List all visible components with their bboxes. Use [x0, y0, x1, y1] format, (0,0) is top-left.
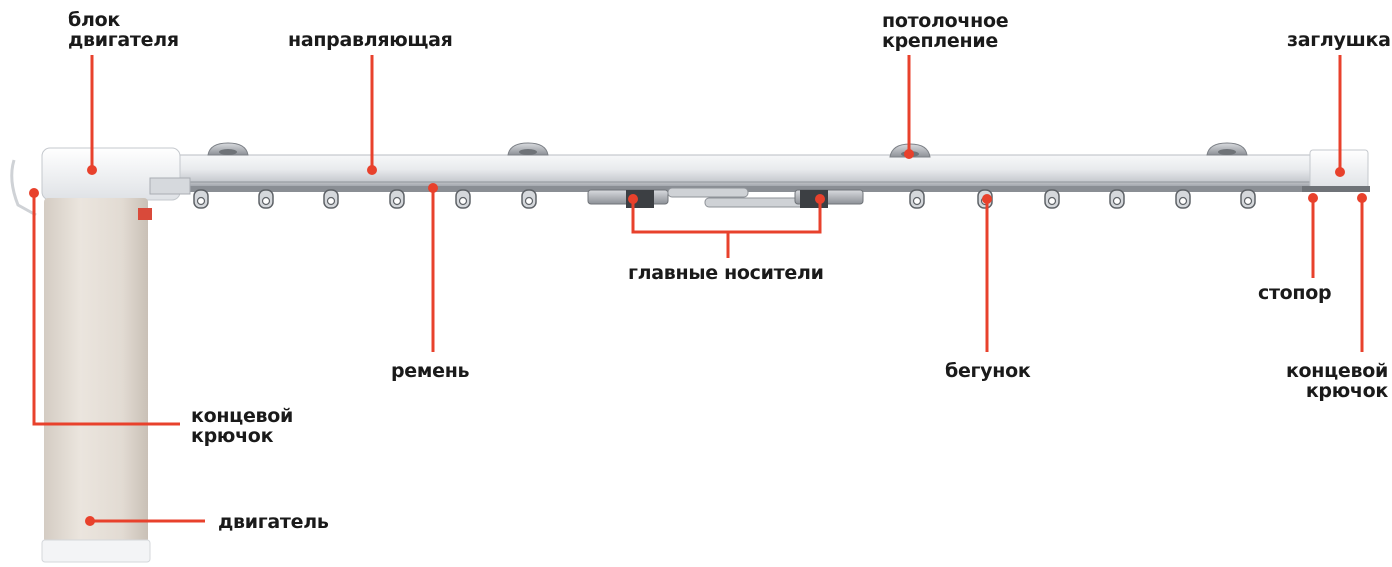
- leader-dots: [29, 149, 1367, 526]
- motor-block: [10, 147, 191, 217]
- label-runner: бегунок: [945, 360, 1031, 382]
- label-stopper: стопор: [1258, 282, 1332, 304]
- runner: [193, 189, 209, 209]
- label-line: крепление: [882, 30, 998, 52]
- leader-lines: [32, 55, 1364, 523]
- leader-dot: [428, 183, 438, 193]
- label-line: концевой: [191, 405, 294, 427]
- leader-dot: [29, 188, 39, 198]
- label-end-hook-left: концевой крючок: [191, 406, 293, 446]
- runner: [455, 189, 471, 209]
- label-end-cap: заглушка: [1287, 29, 1391, 51]
- leader-dot: [1308, 193, 1318, 203]
- label-motor: двигатель: [218, 511, 329, 533]
- runner: [389, 189, 405, 209]
- leader-dot: [628, 194, 638, 204]
- runner: [323, 189, 339, 209]
- ceiling-mount: [1206, 142, 1248, 156]
- label-line: концевой: [1285, 360, 1388, 382]
- runner: [258, 189, 274, 209]
- leader-dot: [904, 149, 914, 159]
- leader-dot: [367, 165, 377, 175]
- motor-tube: [41, 198, 152, 563]
- rail: [167, 154, 1319, 192]
- label-main-carriers: главные носители: [628, 262, 824, 284]
- label-ceiling-mount: потолочное крепление: [882, 10, 1009, 52]
- leader-dot: [815, 194, 825, 204]
- label-line: блок: [68, 9, 120, 31]
- leader-dot: [1357, 193, 1367, 203]
- ceiling-mount: [207, 142, 249, 156]
- ceiling-mount: [507, 142, 549, 156]
- label-line: двигателя: [68, 29, 179, 51]
- runner: [1044, 189, 1060, 209]
- runner: [1240, 189, 1256, 209]
- runners: [193, 189, 1256, 209]
- label-end-hook-right: концевой крючок: [1276, 361, 1388, 401]
- leader-dot: [87, 165, 97, 175]
- leader-end-hook-left: [32, 193, 180, 426]
- runner: [1109, 189, 1125, 209]
- label-rail: направляющая: [288, 29, 453, 51]
- leader-main-carriers: [631, 199, 822, 258]
- runner: [909, 189, 925, 209]
- leader-dot: [85, 516, 95, 526]
- runner: [521, 189, 537, 209]
- label-line: крючок: [191, 425, 274, 447]
- runner: [1175, 189, 1191, 209]
- label-belt: ремень: [391, 360, 470, 382]
- label-line: потолочное: [882, 10, 1009, 32]
- label-motor-block: блок двигателя: [68, 10, 179, 50]
- leader-dot: [982, 194, 992, 204]
- label-line: крючок: [1305, 380, 1388, 402]
- leader-dot: [1335, 167, 1345, 177]
